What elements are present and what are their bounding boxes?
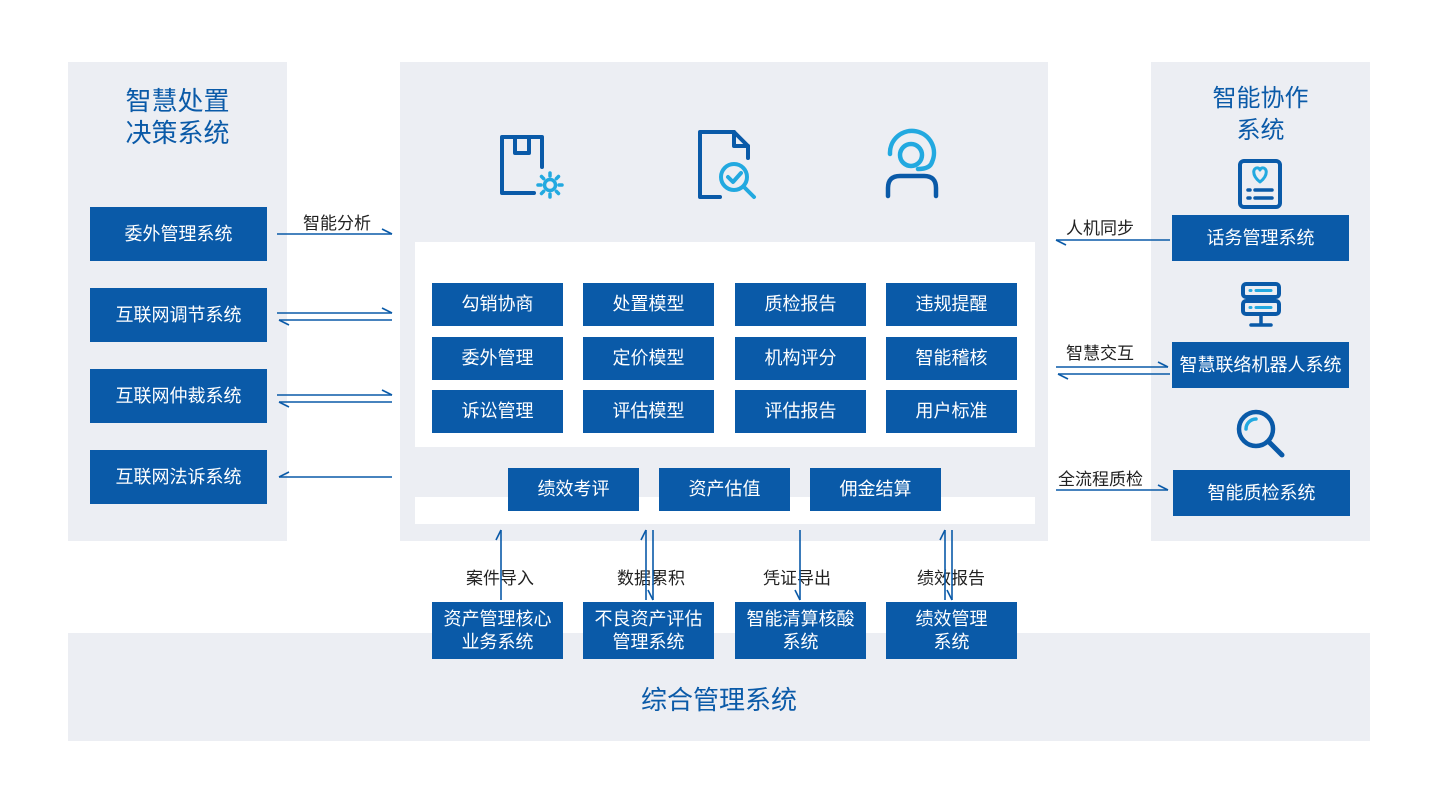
module-box: 资产估值 bbox=[659, 468, 790, 511]
module-box: 质检报告 bbox=[735, 283, 866, 326]
left-title: 智慧处置 决策系统 bbox=[125, 87, 230, 149]
arrow-head bbox=[278, 471, 290, 478]
arrow-head bbox=[381, 228, 393, 235]
arrow-head bbox=[1055, 239, 1067, 246]
module-box: 机构评分 bbox=[735, 337, 866, 380]
arrow-head bbox=[794, 589, 801, 601]
module-box: 评估模型 bbox=[583, 390, 714, 433]
arrow-head bbox=[1157, 484, 1169, 491]
arrow-label: 人机同步 bbox=[1066, 219, 1134, 239]
arrow-label: 智慧交互 bbox=[1066, 344, 1134, 364]
arrow-head bbox=[278, 319, 290, 326]
module-box: 违规提醒 bbox=[886, 283, 1017, 326]
module-box: 处置模型 bbox=[583, 283, 714, 326]
arrow-head bbox=[946, 589, 953, 601]
arrow-label: 全流程质检 bbox=[1058, 470, 1143, 490]
arrow-head bbox=[647, 589, 654, 601]
bottom-system-box: 智能清算核酸 系统 bbox=[735, 602, 866, 659]
right-system-box: 智慧联络机器人系统 bbox=[1172, 342, 1349, 388]
magnifier-icon bbox=[1236, 409, 1285, 458]
agent-headset-icon bbox=[885, 128, 939, 199]
right-system-box: 智能质检系统 bbox=[1173, 470, 1350, 516]
bottom-title: 综合管理系统 bbox=[640, 686, 797, 716]
module-box: 佣金结算 bbox=[810, 468, 941, 511]
contact-card-icon bbox=[1238, 159, 1282, 209]
arrow-head bbox=[278, 401, 290, 408]
arrow-head bbox=[640, 529, 647, 541]
left-system-box: 委外管理系统 bbox=[90, 207, 267, 261]
module-box: 勾销协商 bbox=[432, 283, 563, 326]
arrow-head bbox=[939, 529, 946, 541]
arrow-head bbox=[495, 529, 502, 541]
left-system-box: 互联网法诉系统 bbox=[90, 450, 267, 504]
bottom-system-box: 绩效管理 系统 bbox=[886, 602, 1017, 659]
arrow-head bbox=[381, 307, 393, 314]
right-system-box: 话务管理系统 bbox=[1172, 215, 1349, 261]
arrow-head bbox=[1157, 361, 1169, 368]
bottom-panel bbox=[68, 633, 1370, 741]
arrow-label: 案件导入 bbox=[466, 569, 534, 589]
module-box: 定价模型 bbox=[583, 337, 714, 380]
bottom-system-box: 资产管理核心 业务系统 bbox=[432, 602, 563, 659]
left-system-box: 互联网调节系统 bbox=[90, 288, 267, 342]
arrow-head bbox=[1057, 373, 1069, 380]
module-box: 用户标准 bbox=[886, 390, 1017, 433]
module-box: 评估报告 bbox=[735, 390, 866, 433]
document-search-icon bbox=[698, 130, 756, 199]
arrow-label: 智能分析 bbox=[303, 214, 371, 234]
server-icon bbox=[1241, 282, 1281, 327]
arrow-label: 绩效报告 bbox=[917, 569, 985, 589]
module-box: 委外管理 bbox=[432, 337, 563, 380]
bottom-system-box: 不良资产评估 管理系统 bbox=[583, 602, 714, 659]
arrow-label: 数据累积 bbox=[617, 569, 685, 589]
box-gear-icon bbox=[500, 135, 564, 199]
right-title: 智能协作 系统 bbox=[1212, 84, 1309, 144]
module-box: 绩效考评 bbox=[508, 468, 639, 511]
arrow-head bbox=[381, 389, 393, 396]
module-box: 诉讼管理 bbox=[432, 390, 563, 433]
arrow-label: 凭证导出 bbox=[763, 569, 831, 589]
module-box: 智能稽核 bbox=[886, 337, 1017, 380]
left-system-box: 互联网仲裁系统 bbox=[90, 369, 267, 423]
